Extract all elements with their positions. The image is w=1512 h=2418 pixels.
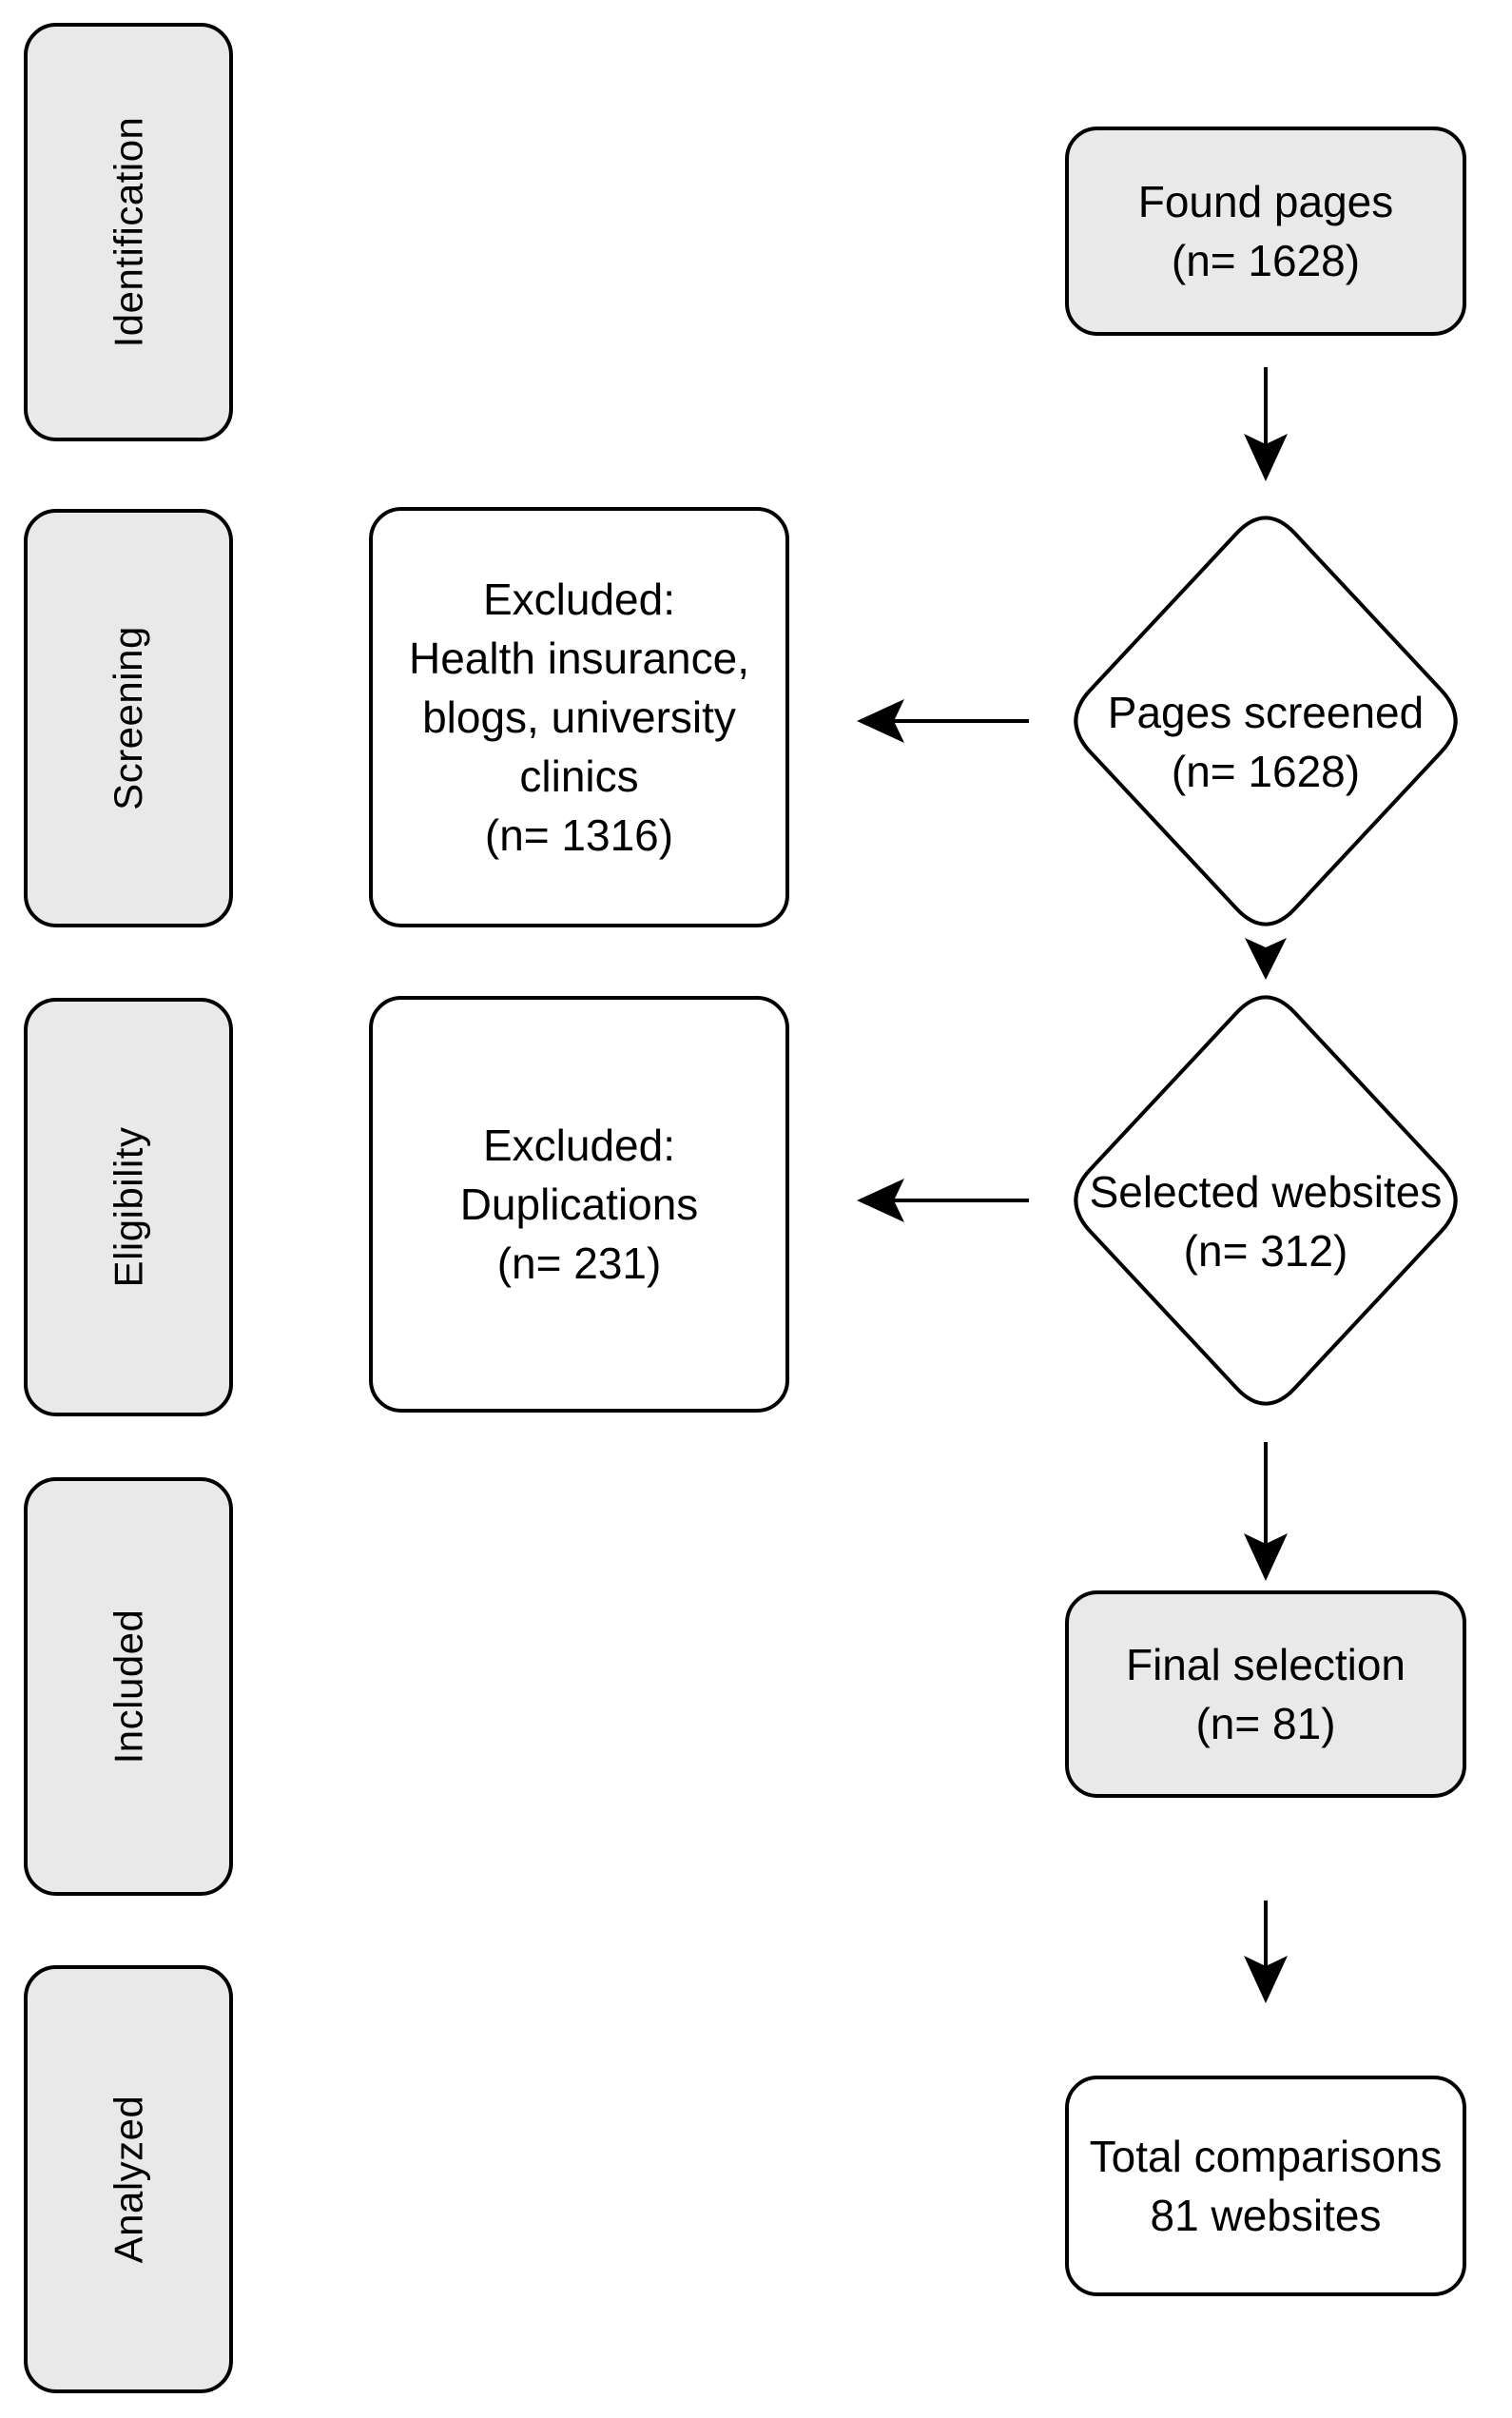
lane-included-label: Included [105, 1609, 150, 1765]
node-total-comparisons-line1: Total comparisons [1089, 2132, 1443, 2181]
arrow-down-icon [1244, 1956, 1288, 2003]
node-excluded-eligibility-line2: Duplications [459, 1180, 699, 1229]
arrow-down-icon [1244, 1533, 1288, 1581]
lane-analyzed-label: Analyzed [106, 2095, 150, 2264]
decision-diamond-pages-screened [1074, 516, 1458, 926]
arrow-down-icon [1245, 938, 1287, 980]
node-excluded-eligibility-count: (n= 231) [496, 1238, 662, 1288]
node-excluded-screening-line2: Health insurance, [409, 634, 749, 683]
node-final-selection: Final selection (n= 81) [1065, 1590, 1466, 1798]
lane-screening: Screening [24, 509, 233, 927]
lane-eligibility-label: Eligibility [105, 1126, 150, 1288]
node-total-comparisons: Total comparisons 81 websites [1065, 2076, 1466, 2296]
node-excluded-eligibility: Excluded: Duplications (n= 231) [369, 996, 789, 1413]
node-excluded-screening-count: (n= 1316) [484, 810, 674, 860]
node-excluded-eligibility-line1: Excluded: [482, 1121, 675, 1170]
node-excluded-screening-line3: blogs, university [422, 692, 736, 742]
node-found-pages-line1: Found pages [1137, 177, 1394, 226]
lane-identification: Identification [24, 23, 233, 441]
node-found-pages-count: (n= 1628) [1171, 236, 1361, 285]
node-excluded-screening: Excluded: Health insurance, blogs, unive… [369, 507, 789, 927]
lane-eligibility: Eligibility [24, 998, 233, 1416]
arrow-left-icon [857, 1179, 904, 1222]
arrow-left-icon [857, 699, 904, 743]
lane-identification-label: Identification [106, 116, 151, 348]
node-final-selection-count: (n= 81) [1195, 1699, 1336, 1748]
node-total-comparisons-count: 81 websites [1150, 2191, 1382, 2240]
node-excluded-screening-line4: clinics [519, 751, 639, 801]
node-final-selection-line1: Final selection [1125, 1640, 1406, 1689]
node-excluded-screening-line1: Excluded: [482, 575, 675, 624]
decision-diamond-selected-websites [1074, 995, 1458, 1406]
lane-included: Included [24, 1477, 233, 1896]
lane-analyzed: Analyzed [24, 1965, 233, 2393]
lane-screening-label: Screening [106, 626, 150, 810]
node-found-pages: Found pages (n= 1628) [1065, 127, 1466, 336]
arrow-down-icon [1244, 434, 1288, 481]
